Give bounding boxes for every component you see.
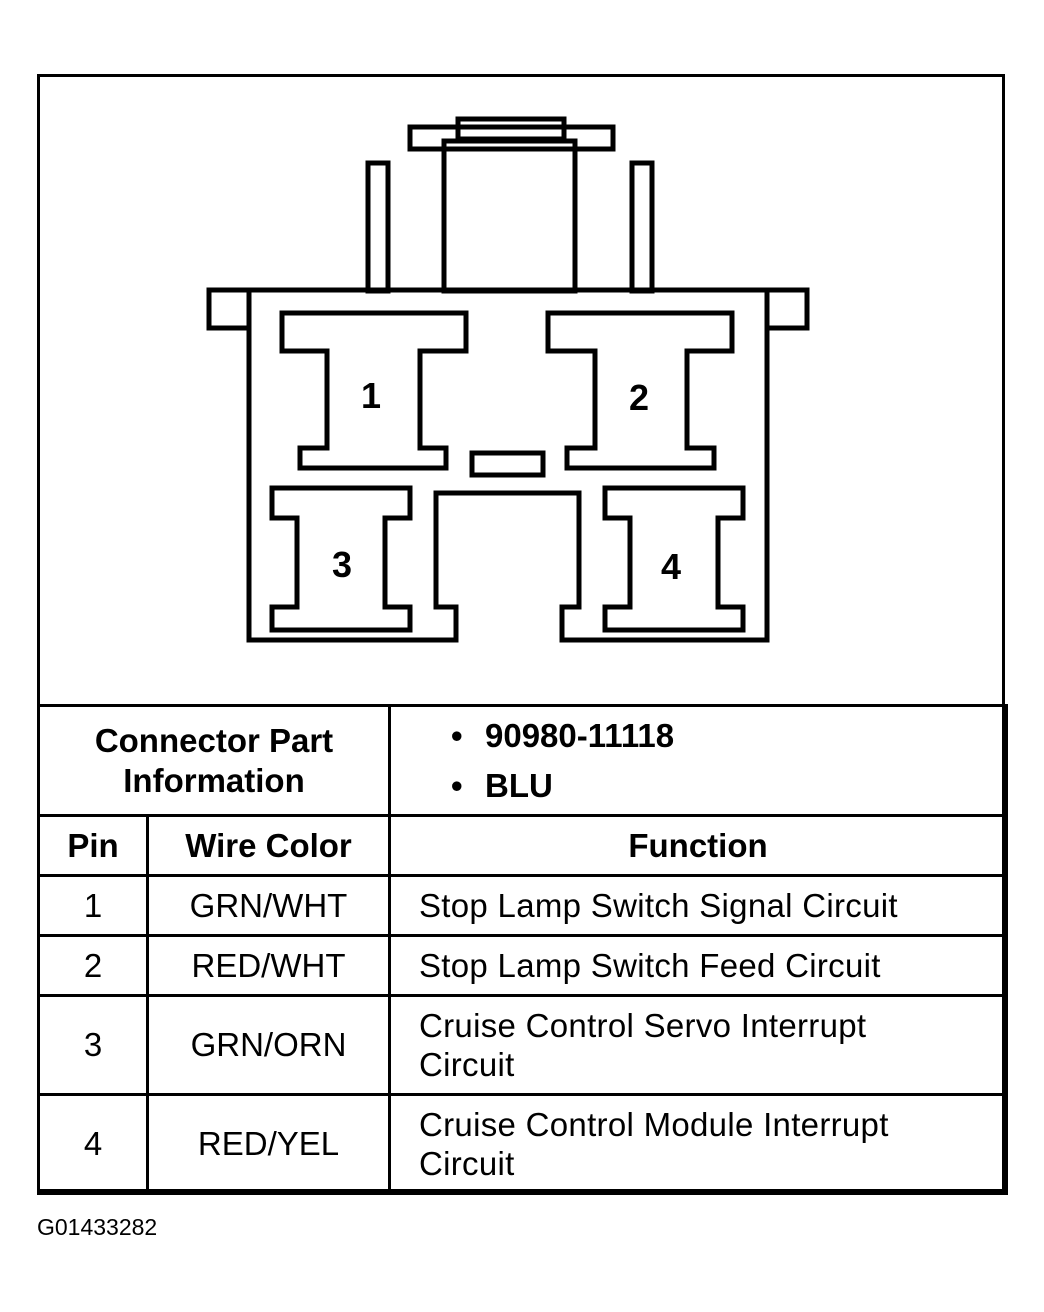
pin-function: Cruise Control Module Interrupt Circuit (388, 1093, 1008, 1195)
wire-color: RED/YEL (146, 1093, 391, 1195)
wire-color: RED/WHT (146, 934, 391, 997)
pin-number: 3 (37, 994, 149, 1096)
part-info-row: Connector Part Information •90980-11118 … (37, 704, 1008, 817)
pin-cavity-3 (269, 485, 413, 633)
connector-latch-wings (407, 124, 616, 152)
connector-key (469, 450, 546, 478)
figure-code: G01433282 (37, 1214, 158, 1240)
connector-body (246, 287, 770, 643)
wire-color: GRN/WHT (146, 874, 391, 937)
part-number: •90980-11118 (451, 716, 675, 754)
connector-ear-right (764, 287, 810, 331)
header-row: Pin Wire Color Function (37, 814, 1008, 877)
pin-label-4: 4 (661, 546, 681, 587)
connector-post-right (629, 160, 655, 294)
connector-color: •BLU (451, 766, 553, 804)
pin-label-1: 1 (361, 375, 381, 416)
pin-function: Cruise Control Servo Interrupt Circuit (388, 994, 1008, 1096)
pin-function: Stop Lamp Switch Feed Circuit (388, 934, 1008, 997)
table-row: 2 RED/WHT Stop Lamp Switch Feed Circuit (37, 934, 1008, 997)
pin-number: 4 (37, 1093, 149, 1195)
part-info-values: •90980-11118 •BLU (388, 704, 1008, 817)
part-info-label: Connector Part Information (37, 704, 391, 817)
wire-color: GRN/ORN (146, 994, 391, 1096)
pin-label-2: 2 (629, 377, 649, 418)
table-row: 4 RED/YEL Cruise Control Module Interrup… (37, 1093, 1008, 1195)
connector-latch-body (441, 138, 578, 294)
table-row: 1 GRN/WHT Stop Lamp Switch Signal Circui… (37, 874, 1008, 937)
pin-number: 2 (37, 934, 149, 997)
pin-number: 1 (37, 874, 149, 937)
pin-function: Stop Lamp Switch Signal Circuit (388, 874, 1008, 937)
header-function: Function (388, 814, 1008, 877)
connector-post-left (365, 160, 391, 294)
header-wire-color: Wire Color (146, 814, 391, 877)
pin-label-3: 3 (332, 544, 352, 585)
pin-cavity-2 (545, 310, 735, 471)
pin-cavity-4 (602, 485, 746, 633)
header-pin: Pin (37, 814, 149, 877)
connector-drawing: 1 2 3 4 (206, 116, 810, 643)
connector-ear-left (206, 287, 252, 331)
connector-info-table: Connector Part Information •90980-11118 … (37, 704, 1008, 1195)
pin-cavity-1 (279, 310, 469, 471)
table-row: 3 GRN/ORN Cruise Control Servo Interrupt… (37, 994, 1008, 1096)
